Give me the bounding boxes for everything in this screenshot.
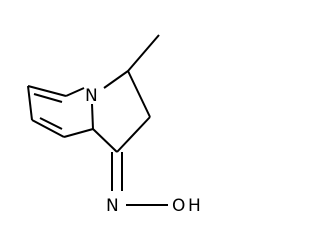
bond-c8a-n (91, 103, 94, 130)
bond-n-c3 (103, 70, 129, 89)
molecule-drawing: N N O H (27, 34, 201, 216)
bond-c8-c8a (63, 128, 94, 138)
bond-c3-c2 (127, 70, 151, 118)
bond-c5-c6-double-inner (33, 93, 63, 103)
bond-c5-c6-double-outer (27, 85, 67, 97)
structure-canvas: N N O H (27, 34, 201, 216)
atom-labels: N N O H (85, 86, 201, 216)
bonds (27, 34, 168, 206)
hydroxyl-oxygen-label: O (172, 196, 185, 216)
bond-c7-c8-double-inner (39, 117, 63, 130)
bond-c1-c8a (92, 128, 118, 153)
bond-c6-c7 (27, 85, 33, 121)
bond-c7-c8-double-outer (31, 119, 65, 138)
oxime-nitrogen-label: N (106, 196, 119, 216)
bond-c3-methyl (127, 34, 160, 72)
bond-c2-c1 (116, 116, 151, 153)
ring-nitrogen-label: N (85, 86, 98, 106)
hydroxyl-hydrogen-label: H (188, 196, 201, 216)
bond-n-c5 (65, 87, 85, 97)
